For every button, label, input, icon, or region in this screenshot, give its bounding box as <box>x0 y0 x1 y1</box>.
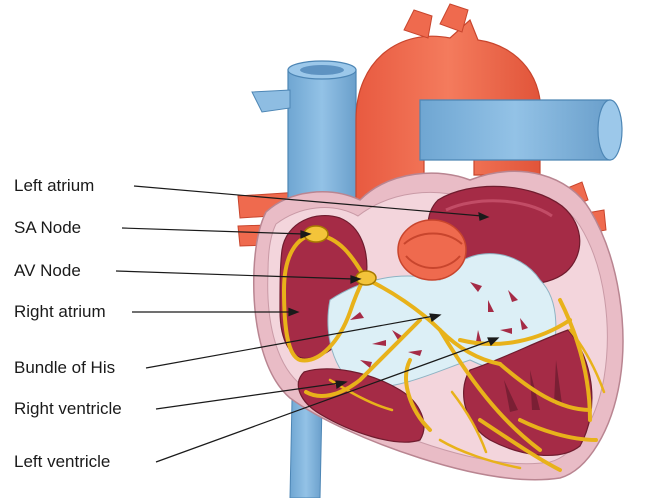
av-node <box>356 271 376 285</box>
label-left-ventricle: Left ventricle <box>14 452 110 472</box>
aortic-root <box>398 220 466 280</box>
label-right-ventricle: Right ventricle <box>14 399 122 419</box>
pulmonary-artery <box>420 100 622 160</box>
label-right-atrium: Right atrium <box>14 302 106 322</box>
label-left-atrium: Left atrium <box>14 176 94 196</box>
label-bundle-of-his: Bundle of His <box>14 358 115 378</box>
label-av-node: AV Node <box>14 261 81 281</box>
label-sa-node: SA Node <box>14 218 81 238</box>
